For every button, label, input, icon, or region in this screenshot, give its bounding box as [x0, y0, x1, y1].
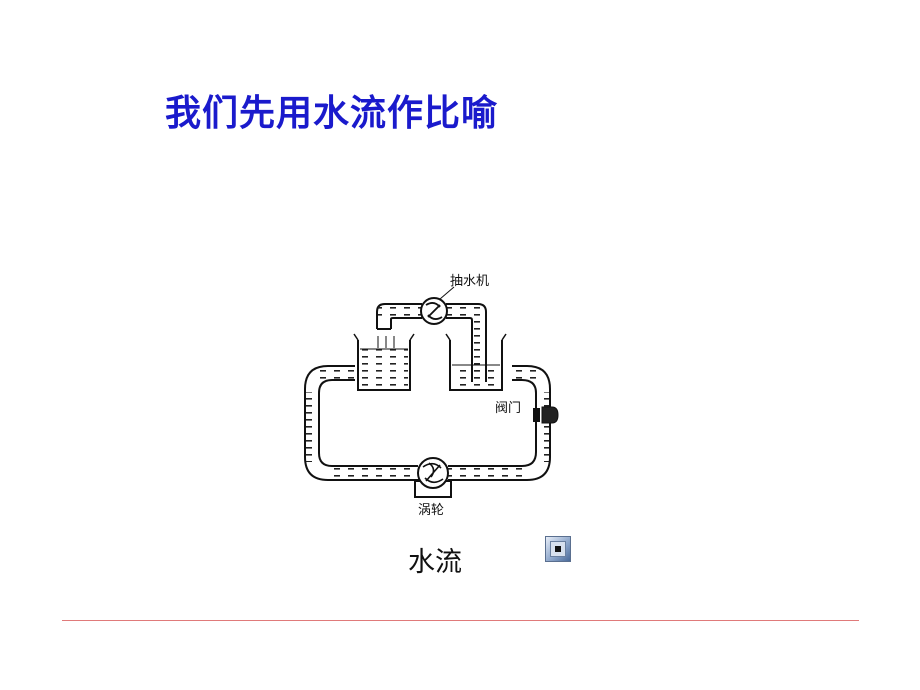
pump-label: 抽水机	[450, 274, 489, 289]
turbine-label: 涡轮	[418, 503, 444, 518]
footer-divider	[62, 620, 859, 621]
valve-label: 阀门	[495, 401, 521, 416]
pump	[420, 297, 448, 325]
diagram-caption: 水流	[408, 547, 462, 578]
stop-icon	[550, 541, 566, 557]
slide-title: 我们先用水流作比喻	[165, 93, 499, 134]
turbine	[414, 457, 452, 498]
water-flow-diagram: 抽水机 阀门 涡轮	[304, 274, 559, 518]
media-stop-button[interactable]	[545, 536, 571, 562]
left-tank	[353, 333, 415, 391]
valve	[533, 406, 559, 424]
